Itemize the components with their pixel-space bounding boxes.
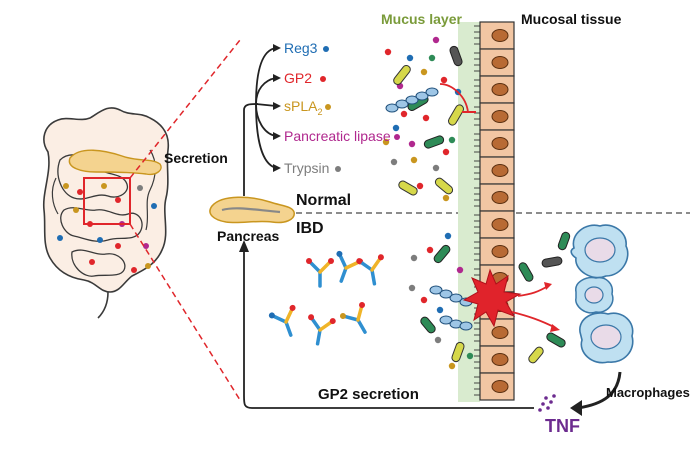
- ibd-label: IBD: [296, 220, 324, 237]
- antibody: [339, 301, 367, 334]
- secretion-label: Secretion: [164, 150, 228, 166]
- secretion-item-label: GP2: [284, 70, 313, 86]
- epithelium: [474, 21, 515, 401]
- epithelial-cell: [474, 156, 515, 185]
- epithelial-cell: [474, 345, 515, 374]
- epithelial-cell: [474, 372, 515, 401]
- epithelial-cell: [474, 210, 515, 239]
- ibd-microbes: [408, 231, 571, 370]
- macrophage-icon: [570, 224, 634, 364]
- epithelial-cell: [474, 48, 515, 77]
- epithelial-cell: [474, 183, 515, 212]
- antibody-icon: [268, 250, 384, 346]
- secretion-item-lipase: Pancreatic lipase: [284, 129, 400, 143]
- secretion-dot-icon: [393, 134, 400, 141]
- epithelial-cell: [474, 129, 515, 158]
- epithelial-cell: [474, 75, 515, 104]
- secretion-dot-icon: [325, 104, 332, 111]
- epithelial-cell: [474, 21, 515, 50]
- secretion-arrows: [243, 47, 277, 196]
- secretion-item-trypsin: Trypsin: [284, 160, 342, 176]
- mucosal-tissue-label: Mucosal tissue: [521, 11, 622, 27]
- secretion-item-spla2: sPLA2: [284, 98, 332, 117]
- antibody: [306, 258, 334, 288]
- mucus-layer-band: [458, 22, 480, 402]
- tnf-dots: [538, 394, 556, 412]
- macrophages-label: Macrophages: [606, 385, 690, 400]
- mucus-layer-label: Mucus layer: [381, 11, 462, 27]
- normal-microbes: [382, 36, 476, 202]
- secretion-dot-icon: [335, 166, 342, 173]
- epithelial-cell: [474, 102, 515, 131]
- pancreas-icon: [209, 196, 295, 224]
- secretion-item-sub: 2: [317, 106, 323, 117]
- secretion-item-label: Pancreatic lipase: [284, 128, 391, 144]
- secretion-item-gp2: GP2: [284, 70, 327, 86]
- damage-burst-icon: [462, 268, 522, 328]
- secretion-dot-icon: [323, 46, 330, 53]
- antibody: [308, 314, 336, 346]
- normal-label: Normal: [296, 192, 352, 209]
- gp2-secretion-label: GP2 secretion: [318, 386, 419, 403]
- antibody: [268, 304, 296, 337]
- secretion-item-reg3: Reg3: [284, 40, 330, 56]
- secretion-item-label: Trypsin: [284, 160, 330, 176]
- secretion-dot-icon: [320, 76, 327, 83]
- intestine-icon: [42, 39, 241, 401]
- pancreas-label: Pancreas: [217, 228, 280, 244]
- epithelial-cell: [474, 237, 515, 266]
- secretion-item-label: sPLA: [284, 98, 318, 114]
- tnf-label: TNF: [545, 416, 580, 436]
- antibody: [336, 250, 364, 283]
- secretion-item-label: Reg3: [284, 40, 318, 56]
- antibody: [356, 254, 384, 286]
